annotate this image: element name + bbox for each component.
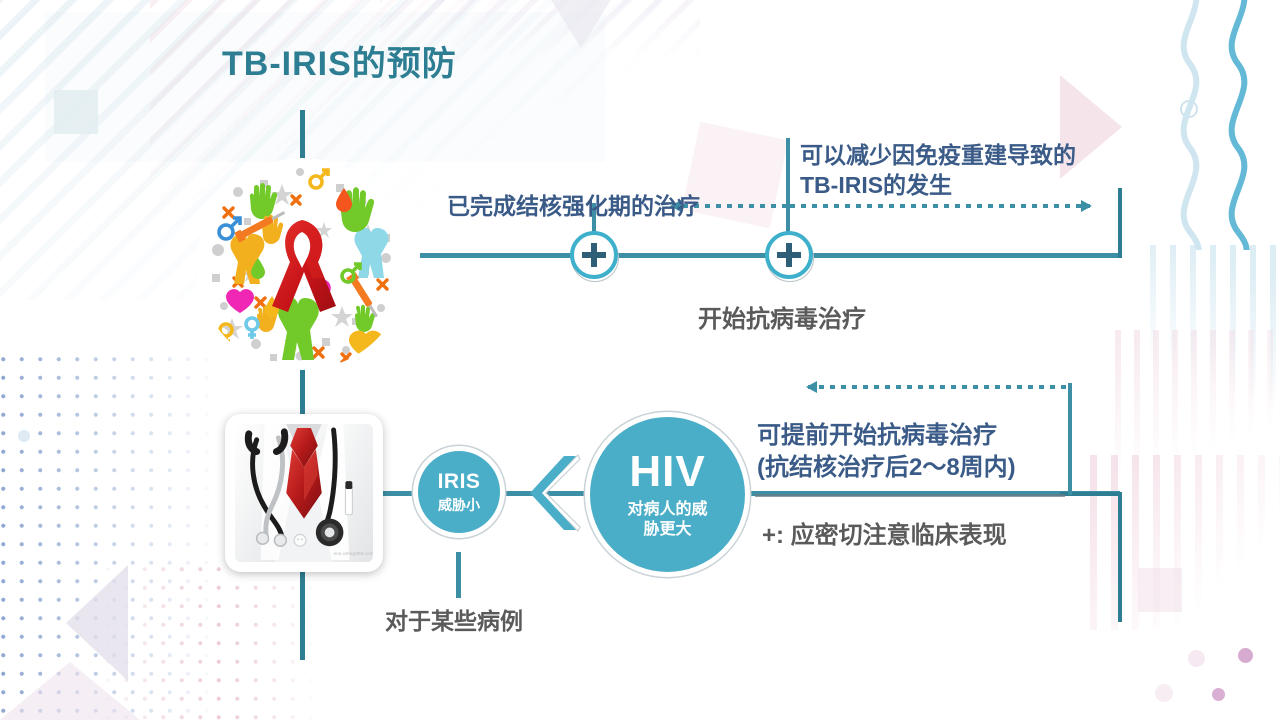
hiv-sub-line2: 胁更大 [643, 520, 692, 538]
iris-bubble-title: IRIS [437, 469, 481, 493]
svg-text:ens.orhxg365.com: ens.orhxg365.com [334, 551, 373, 557]
arrow-left-icon-bottom [806, 381, 1070, 393]
decor-triangle-gray [545, 0, 617, 48]
connector-right-top [1118, 188, 1122, 258]
plus-icon [777, 243, 801, 267]
arrow-head-right [1081, 200, 1092, 212]
arrow-dots [790, 204, 1090, 208]
iris-bubble[interactable]: IRIS 威胁小 [413, 446, 505, 538]
hiv-bubble-title: HIV [629, 446, 706, 496]
decor-vertical-stripes-rose [1115, 330, 1280, 480]
separator-line-lower [755, 494, 1065, 497]
decor-triangle-left [66, 565, 128, 681]
label-some-cases: 对于某些病例 [385, 608, 523, 634]
decor-circle-outline [1180, 100, 1198, 118]
arrow-right-icon-top [790, 200, 1092, 212]
decor-circle-pink-2 [1155, 684, 1173, 702]
connector-lower-arrow-vertical [1068, 383, 1072, 495]
connector-marker-2 [786, 138, 790, 233]
decor-wavy-lines [1180, 0, 1250, 250]
decor-vertical-stripes-blue [1150, 245, 1280, 405]
decor-circle-pink-1 [1188, 650, 1205, 667]
label-start-art: 开始抗病毒治疗 [698, 306, 866, 333]
hiv-bubble-subtitle: 对病人的威 胁更大 [627, 500, 707, 539]
label-reduce-iris: 可以减少因免疫重建导致的TB-IRIS的发生 [800, 142, 1076, 199]
decor-circle-blue-1 [18, 430, 30, 442]
arrow-left-icon-top [670, 200, 790, 212]
doctor-photo-card: ens.orhxg365.com [225, 414, 383, 572]
iris-bubble-subtitle: 威胁小 [438, 496, 480, 513]
connector-iris-dashed [456, 552, 461, 598]
hiv-bubble[interactable]: HIV 对病人的威 胁更大 [585, 412, 750, 577]
decor-circle-purple-2 [1212, 688, 1225, 701]
connector-right-bottom [1118, 492, 1122, 622]
label-completed-intensive: 已完成结核强化期的治疗 [447, 193, 700, 219]
hiv-sub-line1: 对病人的威 [627, 500, 708, 518]
decor-cross-bottom-right [1138, 568, 1182, 612]
label-early-art-line1: 可提前开始抗病毒治疗 [757, 422, 997, 449]
decor-cross-top-left [54, 90, 98, 134]
decor-circle-purple-1 [1238, 648, 1253, 663]
label-early-art: 可提前开始抗病毒治疗 (抗结核治疗后2～8周内) [757, 420, 1077, 483]
arrow-dots [808, 385, 1070, 389]
chevron-left-icon [530, 453, 581, 533]
plus-icon [582, 243, 606, 267]
plus-marker-1-ring [570, 231, 618, 279]
decor-dot-grid-pink [80, 560, 320, 720]
plus-marker-1[interactable] [570, 231, 619, 282]
plus-marker-2[interactable] [765, 231, 814, 282]
vertical-axis-line [300, 110, 305, 660]
arrow-dots [672, 204, 790, 208]
label-note-plus: +: 应密切注意临床表现 [762, 522, 1007, 549]
decor-dot-grid-blue [0, 350, 224, 720]
decor-triangle-bottom [0, 662, 140, 720]
page-title: TB-IRIS的预防 [222, 45, 457, 83]
label-early-art-line2: (抗结核治疗后2～8周内) [757, 453, 1016, 481]
aids-collage-image [196, 158, 408, 370]
bg-panel-top [45, 12, 605, 162]
connector-marker-1 [592, 203, 596, 233]
connector-right-bottom-h [1060, 492, 1122, 496]
doctor-photo: ens.orhxg365.com [235, 424, 373, 562]
